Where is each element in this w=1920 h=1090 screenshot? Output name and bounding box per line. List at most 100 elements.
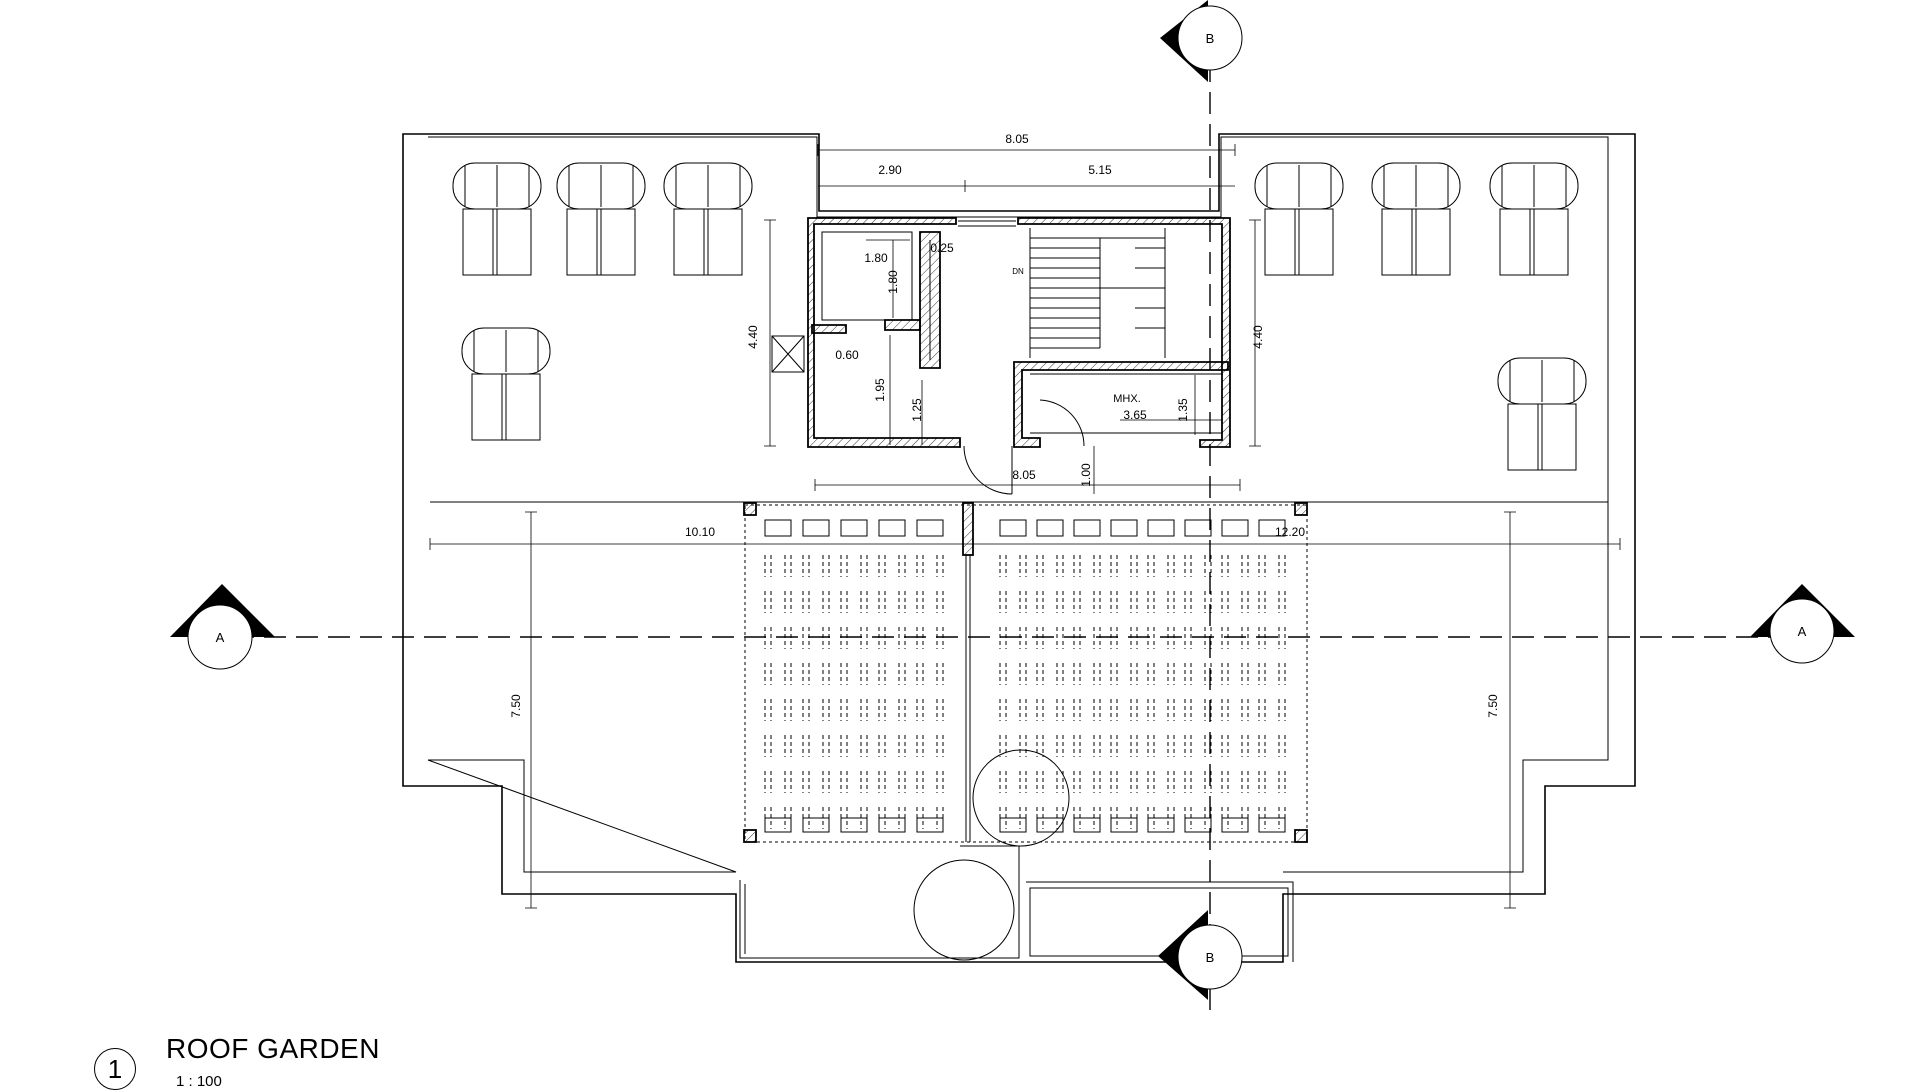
seat-back — [878, 519, 906, 537]
pergola-seating — [743, 502, 1308, 961]
svg-text:A: A — [1798, 624, 1807, 639]
dim-room-width: 1.80 — [864, 251, 888, 265]
seat-back — [878, 817, 906, 833]
seat — [1110, 627, 1138, 649]
dim-terrace-left: 10.10 — [685, 525, 715, 539]
seat-back — [764, 817, 792, 833]
seat — [840, 699, 868, 721]
seat — [1073, 555, 1101, 577]
seat — [840, 735, 868, 757]
seat — [764, 699, 792, 721]
seat — [1184, 771, 1212, 793]
seat — [1184, 699, 1212, 721]
dim-mhx-width: 3.65 — [1123, 408, 1147, 422]
seat — [1110, 591, 1138, 613]
seat-back — [1221, 519, 1249, 537]
lounge-chair — [1497, 357, 1587, 471]
seat — [1258, 555, 1286, 577]
seat — [1147, 771, 1175, 793]
seat — [1221, 699, 1249, 721]
seat — [1184, 591, 1212, 613]
seat — [1221, 771, 1249, 793]
seat — [1110, 699, 1138, 721]
seat — [878, 627, 906, 649]
seat — [916, 591, 944, 613]
seat — [1258, 663, 1286, 685]
section-marker-b-top: B — [1160, 0, 1243, 82]
seat — [840, 591, 868, 613]
seat-back — [764, 519, 792, 537]
seat — [802, 771, 830, 793]
dim-core-bottom: 8.05 — [1012, 468, 1036, 482]
seat — [1073, 627, 1101, 649]
seat — [1036, 627, 1064, 649]
seat — [999, 735, 1027, 757]
seat — [802, 627, 830, 649]
seat — [764, 627, 792, 649]
seat — [878, 591, 906, 613]
seat — [764, 771, 792, 793]
dim-lower-room-height: 1.95 — [873, 378, 887, 402]
seat — [802, 555, 830, 577]
seat — [916, 663, 944, 685]
svg-text:B: B — [1206, 950, 1215, 965]
seat — [1110, 771, 1138, 793]
seat — [1221, 555, 1249, 577]
seat — [802, 663, 830, 685]
view-number-badge: 1 — [94, 1048, 136, 1090]
lounge-chair — [663, 162, 753, 276]
seat — [1258, 699, 1286, 721]
seat — [999, 627, 1027, 649]
seat-back — [1184, 817, 1212, 833]
seat — [878, 555, 906, 577]
seat-back — [802, 519, 830, 537]
seat — [916, 627, 944, 649]
seat — [1110, 663, 1138, 685]
round-table — [972, 749, 1070, 847]
seat — [1110, 555, 1138, 577]
seat — [1036, 699, 1064, 721]
section-marker-a-right: A — [1750, 584, 1855, 664]
seat — [1036, 591, 1064, 613]
seat-back — [916, 519, 944, 537]
seat — [1258, 591, 1286, 613]
lounge-chair — [1254, 162, 1344, 276]
svg-text:B: B — [1206, 31, 1215, 46]
seat — [999, 663, 1027, 685]
lounge-chair — [1489, 162, 1579, 276]
seat-back — [1036, 817, 1064, 833]
seat — [764, 555, 792, 577]
seat — [802, 735, 830, 757]
seat — [1184, 555, 1212, 577]
seat — [1147, 663, 1175, 685]
seat — [1036, 735, 1064, 757]
section-lines — [200, 60, 1800, 1010]
seat — [802, 591, 830, 613]
seat-back — [1221, 817, 1249, 833]
lounge-chair — [556, 162, 646, 276]
seat — [1258, 771, 1286, 793]
seat — [1221, 627, 1249, 649]
seat — [916, 699, 944, 721]
seat-back — [1073, 519, 1101, 537]
seat — [840, 771, 868, 793]
seat — [1221, 591, 1249, 613]
seat-back — [1258, 519, 1286, 537]
seat — [1073, 735, 1101, 757]
seat-back — [1110, 519, 1138, 537]
dim-left-span: 2.90 — [878, 163, 902, 177]
seat — [764, 663, 792, 685]
svg-text:A: A — [216, 630, 225, 645]
seat — [1073, 591, 1101, 613]
seat — [1147, 735, 1175, 757]
lounge-chairs — [452, 162, 1587, 471]
seat-back — [999, 519, 1027, 537]
seat — [1221, 663, 1249, 685]
seat-back — [1258, 817, 1286, 833]
seat-back — [1147, 519, 1175, 537]
dim-core-height-right: 4.40 — [1251, 325, 1265, 349]
dim-right-span: 5.15 — [1088, 163, 1112, 177]
seat — [1036, 555, 1064, 577]
seat — [840, 555, 868, 577]
